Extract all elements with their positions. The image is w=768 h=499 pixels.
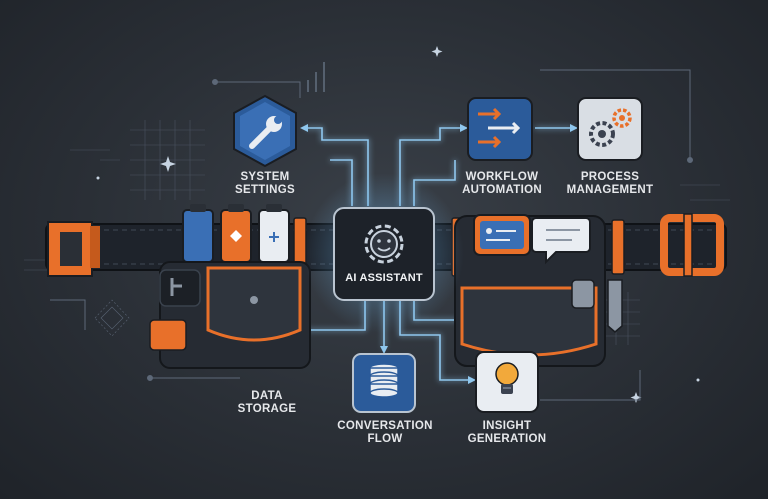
circuit-decor <box>50 69 693 401</box>
insight-generation-line1: INSIGHT <box>482 420 532 432</box>
gears-icon <box>589 108 632 147</box>
sparkle-decor <box>96 46 700 403</box>
left-buckle <box>47 221 100 277</box>
workflow-automation-node <box>467 97 533 161</box>
data-storage-label: DATA STORAGE <box>222 390 312 416</box>
battery-pack-icon <box>182 204 290 263</box>
connector-to-workflow <box>399 127 460 206</box>
arrows-icon <box>478 107 521 149</box>
conversation-flow-label: CONVERSATION FLOW <box>330 420 440 446</box>
left-pouch <box>149 261 311 369</box>
connector-to-system-settings <box>306 127 369 206</box>
workflow-automation-label: WORKFLOW AUTOMATION <box>452 171 552 197</box>
conversation-flow-node <box>352 353 416 413</box>
database-icon <box>369 363 399 398</box>
insight-generation-node <box>475 351 539 413</box>
hub-ai-assistant <box>304 173 464 333</box>
data-storage-line1: DATA <box>251 390 283 402</box>
system-settings-line1: SYSTEM <box>240 171 290 183</box>
process-management-line1: PROCESS <box>580 171 640 183</box>
conversation-flow-line2: FLOW <box>367 433 403 445</box>
insight-generation-line2: GENERATION <box>467 433 547 445</box>
wrench-icon <box>249 116 282 149</box>
right-buckle <box>660 213 724 277</box>
lightbulb-icon <box>495 362 519 394</box>
workflow-automation-line2: AUTOMATION <box>462 184 542 196</box>
workflow-automation-line1: WORKFLOW <box>465 171 539 183</box>
process-management-label: PROCESS MANAGEMENT <box>560 171 660 197</box>
system-settings-line2: SETTINGS <box>235 184 295 196</box>
insight-generation-label: INSIGHT GENERATION <box>455 420 559 446</box>
system-settings-label: SYSTEM SETTINGS <box>220 171 310 197</box>
gear-face-icon <box>364 224 404 264</box>
data-storage-line2: STORAGE <box>237 403 297 415</box>
process-management-node <box>577 97 643 161</box>
bar-chart-decor <box>307 62 325 92</box>
conversation-flow-line1: CONVERSATION <box>337 420 433 432</box>
right-pouch <box>454 214 623 367</box>
process-management-line2: MANAGEMENT <box>566 184 654 196</box>
system-settings-node <box>233 94 297 168</box>
hub-label: AI ASSISTANT <box>345 272 423 284</box>
